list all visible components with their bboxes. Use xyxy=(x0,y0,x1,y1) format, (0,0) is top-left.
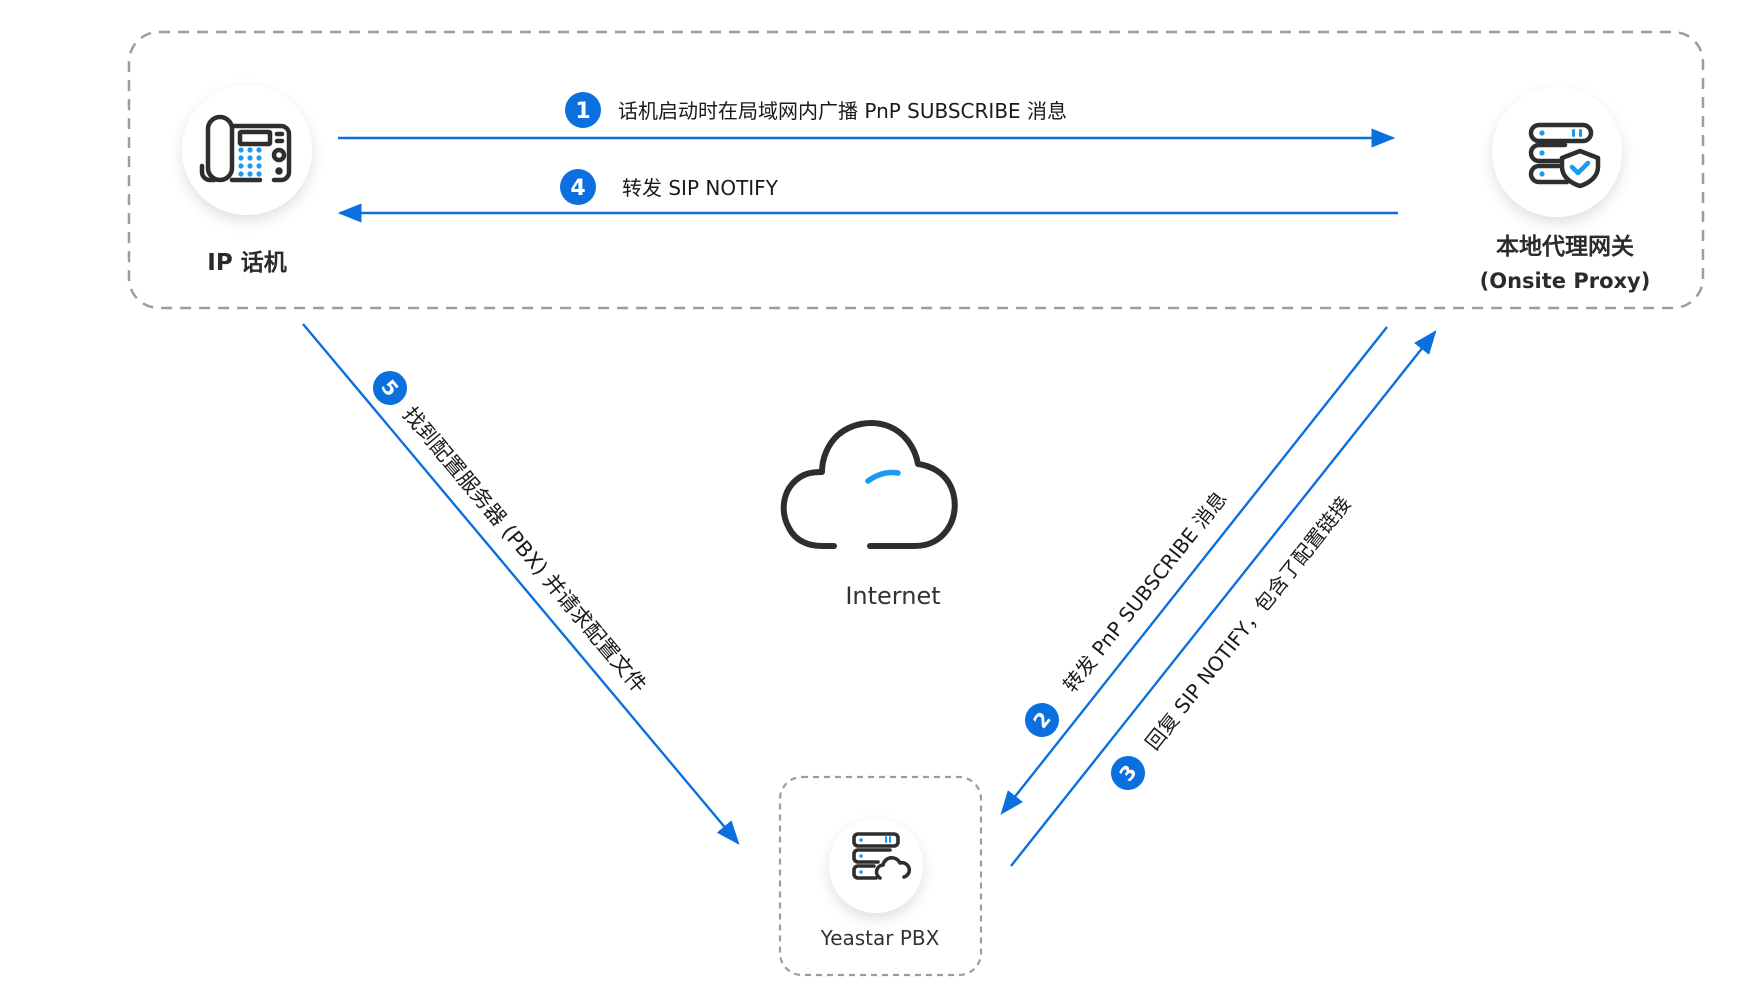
internet-label: Internet xyxy=(845,582,940,610)
step-1-label: 1 话机启动时在局域网内广播 PnP SUBSCRIBE 消息 xyxy=(565,92,1067,128)
onsite-proxy-node[interactable]: 本地代理网关 (Onsite Proxy) xyxy=(1480,87,1651,293)
step-4-label: 4 转发 SIP NOTIFY xyxy=(560,169,779,205)
lan-group-box xyxy=(127,30,1705,310)
server-cloud-icon xyxy=(852,832,912,880)
onsite-proxy-circle xyxy=(1492,87,1622,217)
step-2-label: 2 转发 PnP SUBSCRIBE 消息 xyxy=(1025,487,1232,737)
step-1-text: 话机启动时在局域网内广播 PnP SUBSCRIBE 消息 xyxy=(618,99,1067,123)
ip-phone-node[interactable]: IP 话机 xyxy=(182,85,312,276)
step-5-label: 5 找到配置服务器 (PBX) 并请求配置文件 xyxy=(373,371,651,698)
cloud-icon xyxy=(780,420,958,549)
step-4-number: 4 xyxy=(570,176,585,201)
yeastar-pbx-node[interactable]: Yeastar PBX xyxy=(820,819,940,950)
yeastar-pbx-label: Yeastar PBX xyxy=(820,926,940,950)
step-4-text: 转发 SIP NOTIFY xyxy=(622,176,779,200)
onsite-proxy-label: 本地代理网关 xyxy=(1496,233,1634,260)
step-3-badge xyxy=(1111,756,1145,790)
pbx-group-box xyxy=(778,775,983,977)
server-shield-icon xyxy=(1528,122,1601,189)
step-3-text: 回复 SIP NOTIFY，包含了配置链接 xyxy=(1140,492,1355,754)
step-1-number: 1 xyxy=(575,99,590,124)
arrow-step-3 xyxy=(1010,330,1437,867)
desk-phone-icon xyxy=(199,114,292,183)
step-4-badge xyxy=(560,169,596,205)
onsite-proxy-sublabel: (Onsite Proxy) xyxy=(1480,269,1651,293)
flow-arrows xyxy=(302,128,1437,867)
arrow-step-2 xyxy=(1000,326,1388,815)
step-3-label: 3 回复 SIP NOTIFY，包含了配置链接 xyxy=(1111,492,1356,790)
step-1-badge xyxy=(565,92,601,128)
step-2-badge xyxy=(1025,703,1059,737)
arrow-step-5 xyxy=(302,323,740,845)
ip-phone-circle xyxy=(182,85,312,215)
internet-node: Internet xyxy=(780,420,958,610)
step-5-text: 找到配置服务器 (PBX) 并请求配置文件 xyxy=(398,402,651,697)
ip-phone-label: IP 话机 xyxy=(207,250,286,276)
step-5-badge xyxy=(373,371,407,405)
